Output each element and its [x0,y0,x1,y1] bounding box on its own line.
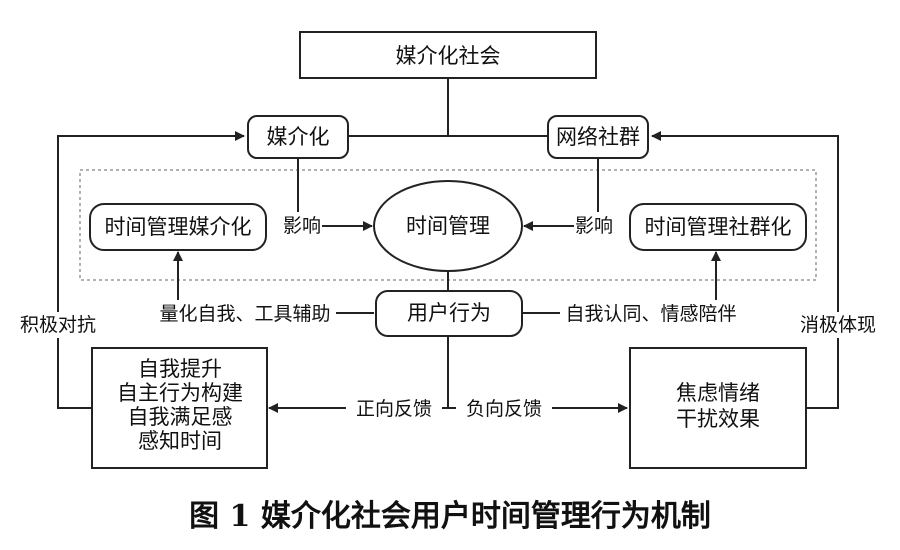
center-ellipse [373,180,523,272]
quantify-bg [154,300,336,326]
left-bottom-line-4: 感知时间 [138,429,222,453]
passive-loop-arrow [651,131,839,409]
positive-label: 正向反馈 [356,398,432,420]
active-label: 积极对抗 [20,314,96,336]
top-label: 媒介化社会 [396,44,501,68]
right-inner-box [629,203,807,251]
right-bottom-box [629,347,807,469]
influence-left-label: 影响 [283,215,321,237]
network-label: 网络社群 [556,125,640,149]
center-label: 时间管理 [406,214,490,238]
left-bottom-line-2: 自主行为构建 [117,381,243,405]
left-inner-box [89,203,267,251]
left-bottom-line-3: 自我满足感 [128,405,233,429]
right-bottom-line-1: 焦虑情绪 [676,381,760,405]
positive-bg [346,396,442,422]
left-bottom-line-1: 自我提升 [138,357,222,381]
top-box [299,31,597,79]
active-bg [12,312,104,338]
influence-left-bg [282,212,322,238]
figure-caption: 图 1 媒介化社会用户时间管理行为机制 [189,499,711,534]
user-box [375,290,523,337]
quantify-label: 量化自我、工具辅助 [159,303,330,325]
passive-label: 消极体现 [800,314,876,336]
influence-right-bg [574,212,614,238]
right-inner-label: 时间管理社群化 [645,215,792,239]
passive-bg [792,312,884,338]
recognize-bg [560,300,742,326]
recognize-label: 自我认同、情感陪伴 [565,303,736,325]
active-loop-arrow [57,131,245,409]
right-bottom-line-2: 干扰效果 [676,407,760,431]
negative-label: 负向反馈 [466,398,542,420]
mediatization-label: 媒介化 [267,125,330,149]
negative-bg [456,396,552,422]
influence-right-label: 影响 [575,215,613,237]
left-bottom-lines: 自我提升 自主行为构建 自我满足感 感知时间 [117,357,243,453]
left-inner-label: 时间管理媒介化 [105,215,252,239]
network-box [547,115,649,159]
left-bottom-box [91,347,268,469]
user-label: 用户行为 [407,301,491,325]
mediatization-box [247,115,349,159]
